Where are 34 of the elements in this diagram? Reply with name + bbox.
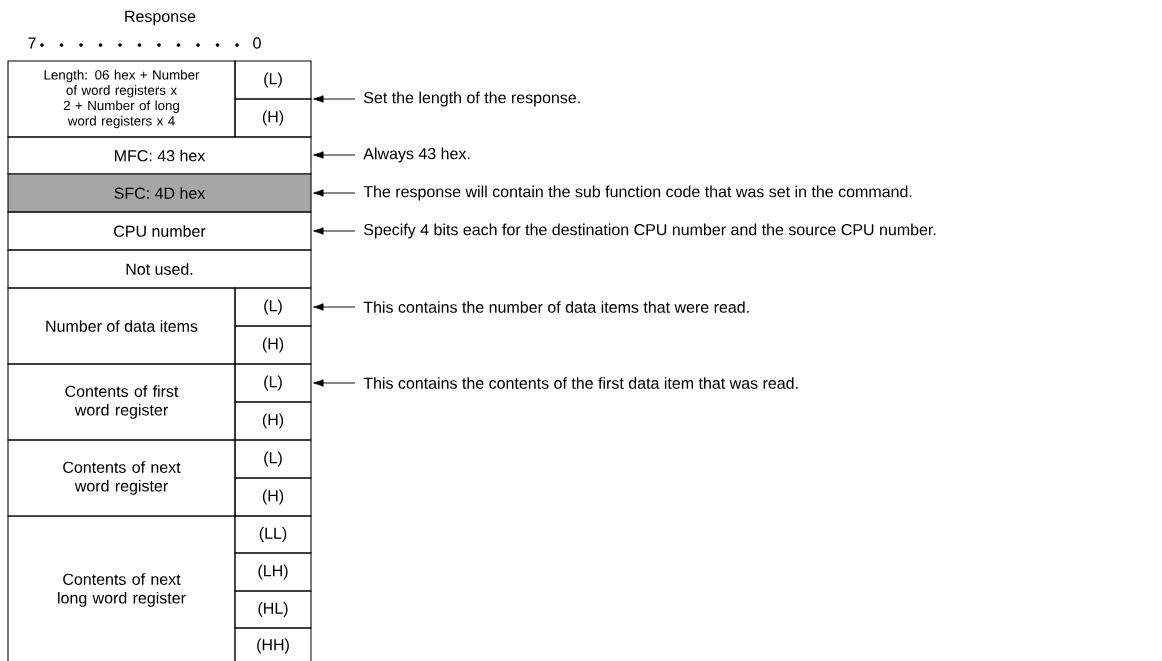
annotation-text: This contains the contents of the first data item that was read. [363, 377, 798, 389]
byte-cell: (H) [234, 477, 312, 517]
field-cell: Contents of next long word register [7, 515, 236, 661]
field-cell: Number of data items [7, 287, 236, 365]
byte-cell: (L) [234, 439, 312, 479]
annotation-text: Specify 4 bits each for the destination CPU number and the source CPU number. [364, 223, 936, 239]
byte-cell: (HL) [234, 590, 312, 629]
byte-cell: (L) [234, 287, 312, 327]
byte-cell: (H) [234, 401, 312, 441]
byte-cell: (LH) [234, 552, 312, 592]
field-cell: Contents of next word register [7, 439, 236, 517]
field-cell: Not used. [7, 249, 312, 289]
byte-cell: (HH) [234, 627, 312, 661]
frame-title: Response [125, 10, 196, 26]
arrow [313, 303, 356, 311]
field-cell: CPU number [7, 211, 312, 251]
byte-cell: (LL) [234, 515, 312, 554]
arrow [313, 151, 356, 159]
annotation-text: Always 43 hex. [363, 147, 470, 163]
arrow [313, 379, 356, 387]
field-cell: Length: 06 hex + Number of word registers x 2 + Number of long word registers x 4 [7, 60, 236, 138]
byte-cell: (L) [234, 363, 312, 403]
annotation-text: Set the length of the response. [364, 91, 580, 107]
field-cell: Contents of first word register [7, 363, 236, 441]
annotation-text: The response will contain the sub function code that was set in the command. [363, 185, 912, 201]
arrow [313, 189, 356, 197]
arrow [313, 227, 356, 235]
byte-cell: (L) [234, 60, 312, 100]
bit-number: 0 [253, 37, 261, 49]
byte-cell: (H) [234, 325, 312, 365]
field-cell: SFC: 4D hex [7, 173, 312, 213]
byte-cell: (H) [234, 98, 312, 138]
arrow [313, 95, 356, 103]
annotation-text: This contains the number of data items that were read. [363, 301, 749, 313]
